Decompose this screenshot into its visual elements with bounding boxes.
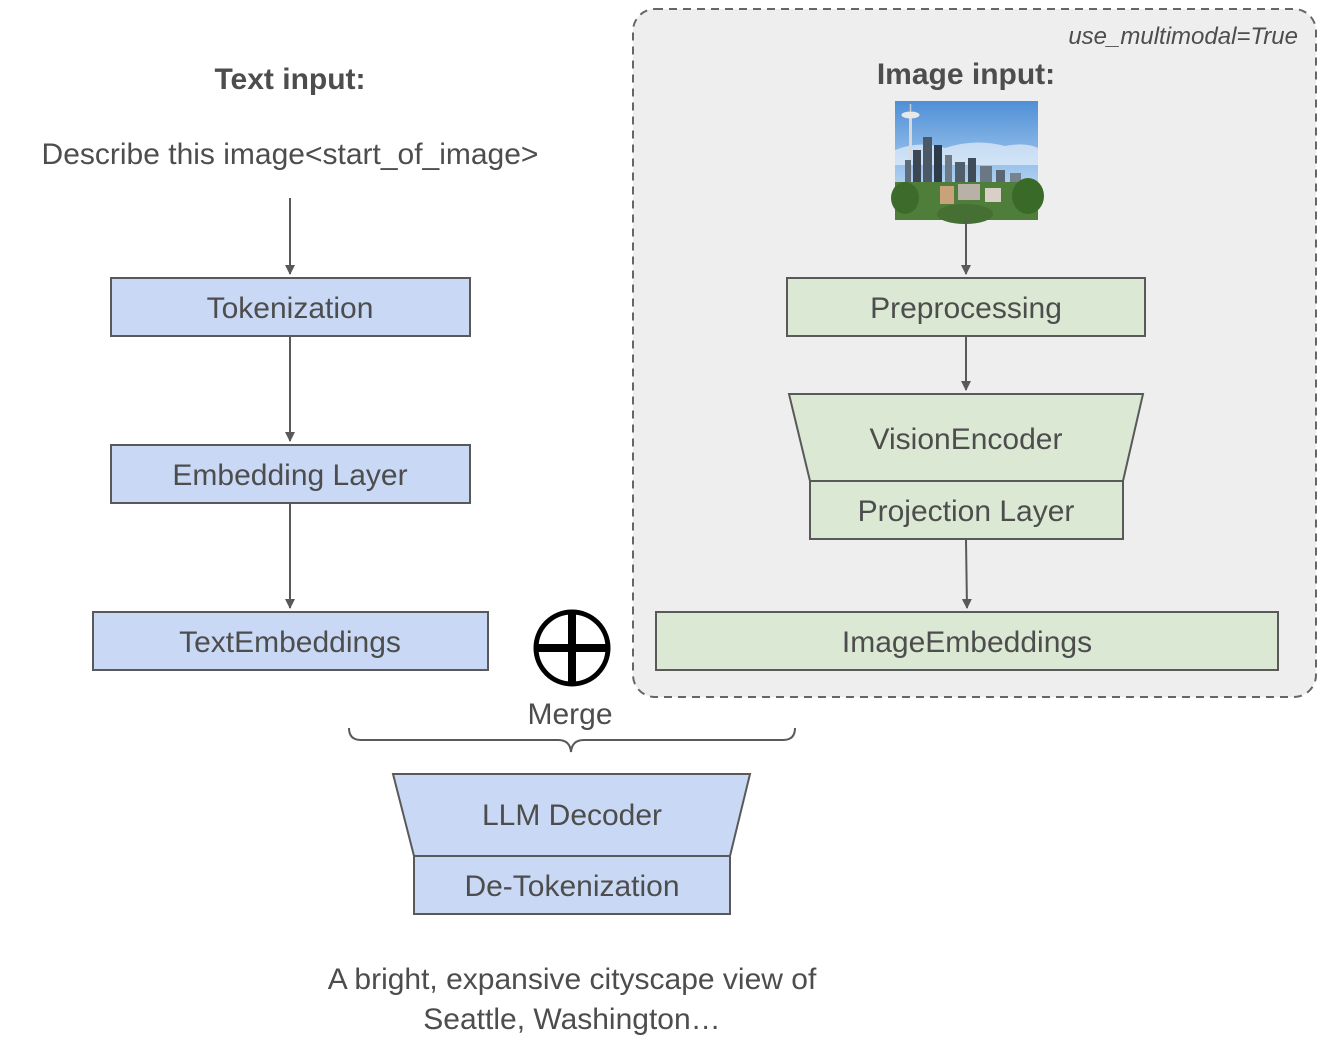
merge-label: Merge bbox=[527, 698, 612, 731]
text-embeddings-box bbox=[92, 611, 489, 671]
preprocessing-box bbox=[786, 277, 1146, 337]
seattle-cityscape-thumbnail bbox=[891, 101, 1044, 224]
embedding-layer-label: Embedding Layer bbox=[172, 459, 407, 492]
vision-encoder-label: VisionEncoder bbox=[870, 423, 1063, 456]
projection-layer-box bbox=[809, 480, 1124, 540]
image-input-heading: Image input: bbox=[877, 58, 1055, 91]
output-text-line-2: Seattle, Washington… bbox=[423, 1003, 720, 1036]
image-embeddings-label: ImageEmbeddings bbox=[842, 626, 1092, 659]
arrow-projection-to-imageembeddings bbox=[961, 539, 972, 609]
output-text-line-1: A bright, expansive cityscape view of bbox=[328, 963, 817, 996]
llm-decoder-label: LLM Decoder bbox=[482, 799, 662, 832]
text-input-heading: Text input: bbox=[214, 63, 365, 96]
image-embeddings-box bbox=[655, 611, 1279, 671]
tokenization-box bbox=[110, 277, 471, 337]
multimodal-flag-label: use_multimodal=True bbox=[1068, 23, 1298, 50]
circled-plus-icon bbox=[533, 609, 611, 687]
detokenization-box bbox=[413, 855, 731, 915]
text-input-prompt: Describe this image<start_of_image> bbox=[42, 138, 539, 171]
detokenization-label: De-Tokenization bbox=[464, 870, 679, 903]
multimodal-panel bbox=[632, 8, 1317, 698]
embedding-layer-box bbox=[110, 444, 471, 504]
preprocessing-label: Preprocessing bbox=[870, 292, 1062, 325]
projection-layer-label: Projection Layer bbox=[858, 495, 1075, 528]
text-embeddings-label: TextEmbeddings bbox=[179, 626, 401, 659]
merge-curly-brace bbox=[348, 727, 796, 753]
tokenization-label: Tokenization bbox=[207, 292, 374, 325]
